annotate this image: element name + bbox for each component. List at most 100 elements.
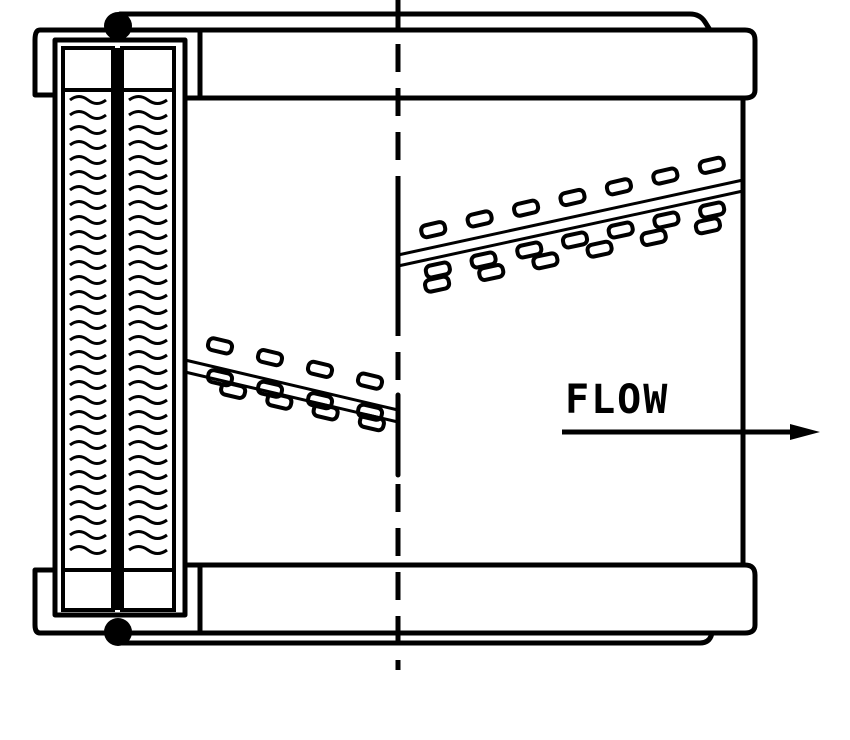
pleat-wave (128, 140, 168, 150)
pleat-wave (128, 470, 168, 480)
pleat-wave (69, 440, 107, 450)
flow-arrow-head (790, 424, 820, 440)
baffle-slot (355, 371, 385, 391)
pleat-wave (69, 215, 107, 225)
baffle-slot (477, 263, 506, 282)
pleat-wave (69, 425, 107, 435)
baffle-slot (558, 187, 587, 208)
right-baffle (395, 155, 745, 323)
baffle-slot (305, 391, 335, 411)
pleat-wave (128, 110, 168, 120)
pleat-wave (69, 155, 107, 165)
baffle-slot (639, 228, 668, 247)
baffle-slot (305, 359, 335, 379)
media-divider (113, 48, 122, 610)
media-column-left (61, 46, 115, 612)
baffle-slot (606, 220, 635, 240)
flow-label: FLOW (565, 377, 669, 423)
baffle-slot (423, 274, 452, 294)
baffle-slot (465, 209, 494, 229)
pleat-wave (69, 245, 107, 255)
pleat-wave (128, 200, 168, 210)
baffle-slot (512, 198, 541, 218)
left-baffle-slots (205, 336, 386, 433)
pleat-wave (128, 395, 168, 405)
pleat-wave (128, 335, 168, 345)
pleat-wave (69, 95, 107, 105)
top-rivet (104, 12, 132, 40)
baffle-slot (585, 239, 614, 259)
pleat-wave (69, 305, 107, 315)
pleat-wave (128, 185, 168, 195)
pleat-wave (69, 455, 107, 465)
pleat-wave (69, 185, 107, 195)
left-frame (32, 27, 203, 636)
pleat-wave (128, 515, 168, 525)
pleat-wave (69, 335, 107, 345)
baffle-slot (255, 379, 285, 399)
pleated-media (61, 46, 176, 612)
left-baffle (183, 336, 401, 478)
pleat-wave (128, 215, 168, 225)
pleat-wave (128, 170, 168, 180)
pleat-wave (128, 425, 168, 435)
pleat-wave (69, 365, 107, 375)
pleat-wave (128, 95, 168, 105)
baffle-slot (205, 336, 235, 356)
pleat-wave (128, 275, 168, 285)
baffle-slot (355, 402, 385, 422)
pleat-wave (69, 170, 107, 180)
pleat-wave (69, 140, 107, 150)
pleat-wave (69, 380, 107, 390)
baffle-slot (652, 210, 681, 230)
pleat-wave (128, 380, 168, 390)
top-rim-band (197, 27, 758, 101)
baffle-slot (697, 155, 726, 175)
left-baffle-line-upper (183, 358, 400, 412)
pleat-wave (128, 290, 168, 300)
pleat-wave (69, 545, 107, 555)
baffle-slot (311, 402, 340, 422)
pleat-wave (69, 320, 107, 330)
pleat-wave (128, 500, 168, 510)
pleat-wave (69, 515, 107, 525)
pleat-wave (128, 230, 168, 240)
pleat-wave (69, 110, 107, 120)
pleat-wave (128, 260, 168, 270)
pleat-wave (69, 230, 107, 240)
pleat-wave (69, 200, 107, 210)
pleat-wave (128, 530, 168, 540)
pleat-wave (69, 410, 107, 420)
pleat-wave (128, 125, 168, 135)
baffle-slot (255, 348, 285, 368)
right-baffle-line-upper (396, 178, 745, 257)
pleat-wave (128, 305, 168, 315)
baffle-slot (698, 200, 727, 220)
housing (32, 11, 758, 646)
pleat-wave (69, 125, 107, 135)
frame-inner-border (52, 37, 188, 618)
flow-indicator: FLOW (562, 377, 820, 440)
pleat-wave (69, 530, 107, 540)
right-baffle-line-lower (396, 189, 745, 268)
baffle-slot (419, 220, 448, 240)
baffle-slot (515, 240, 544, 260)
baffle-slot (357, 413, 386, 433)
pleat-wave (128, 545, 168, 555)
pleat-wave (128, 320, 168, 330)
pleat-wave (69, 485, 107, 495)
pleat-wave (128, 245, 168, 255)
bottom-rivet (104, 618, 132, 646)
baffle-slot (604, 177, 633, 197)
pleat-wave (128, 350, 168, 360)
pleat-waves (69, 95, 168, 555)
pleat-wave (69, 350, 107, 360)
baffle-slot (531, 251, 560, 271)
pleat-wave (128, 410, 168, 420)
baffle-slot (560, 230, 590, 250)
media-top-block-right (120, 46, 176, 92)
baffle-slot (205, 368, 235, 388)
pleat-wave (69, 260, 107, 270)
pleat-wave (69, 290, 107, 300)
